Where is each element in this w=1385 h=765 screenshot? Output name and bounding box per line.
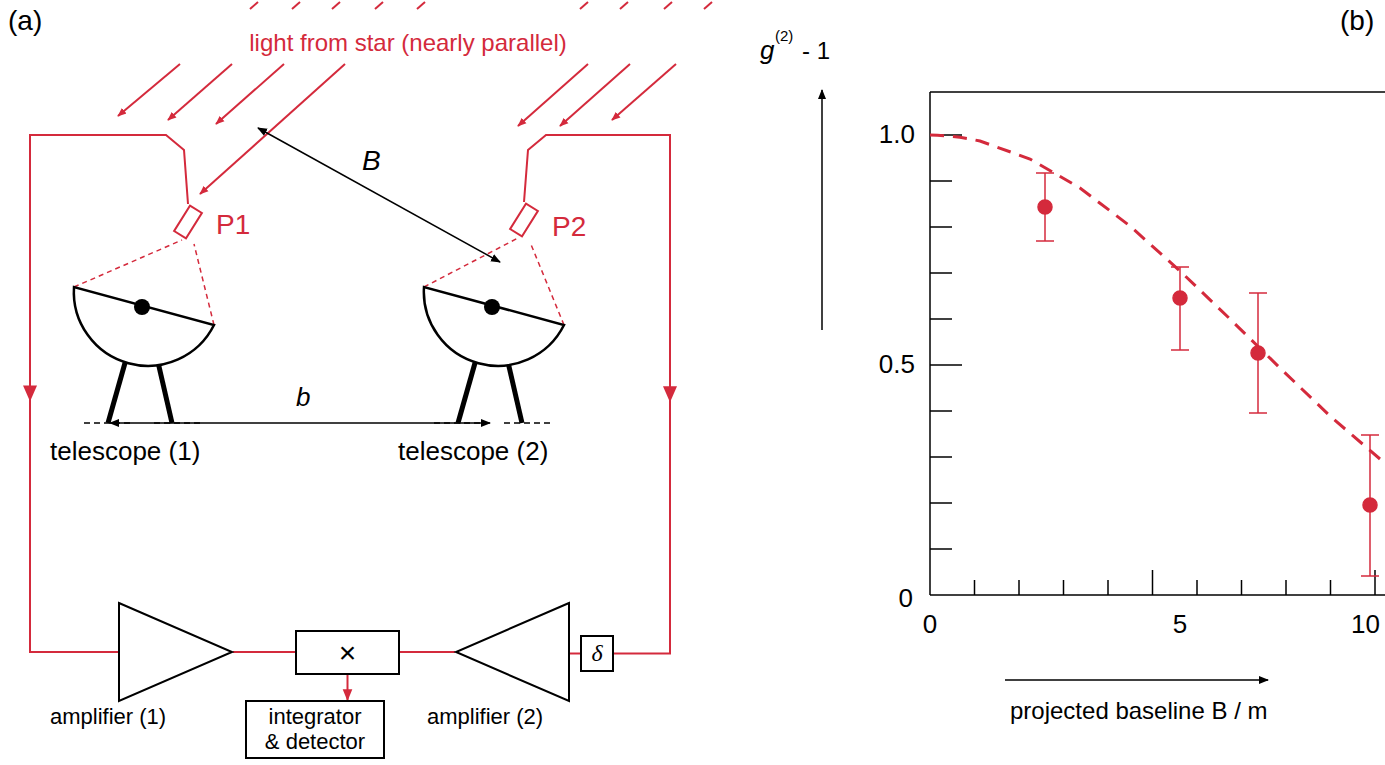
telescope-outline bbox=[70, 255, 220, 425]
projected-baseline-arrow bbox=[258, 128, 500, 262]
label-slot: b bbox=[296, 383, 310, 412]
multiplier-box: × bbox=[295, 630, 400, 675]
node-text: δ bbox=[591, 640, 602, 666]
label-slot: (2) bbox=[775, 28, 793, 45]
y-tick bbox=[930, 226, 952, 228]
label-slot: 0 bbox=[923, 610, 937, 639]
label-slot: light from star (nearly parallel) bbox=[245, 30, 570, 56]
plot-frame bbox=[930, 92, 1385, 595]
label-slot: (b) bbox=[1340, 6, 1374, 37]
signal-wire bbox=[347, 675, 348, 700]
label-slot: 0 bbox=[899, 584, 913, 613]
tick-label: 0.5 bbox=[879, 350, 915, 379]
tick-label: 1.0 bbox=[879, 120, 915, 149]
x-tick bbox=[1063, 580, 1065, 595]
label-slot: 5 bbox=[1173, 610, 1187, 639]
x-tick bbox=[1285, 580, 1287, 595]
wire-path bbox=[347, 675, 349, 700]
arrowhead bbox=[663, 386, 677, 402]
node-text: P1 bbox=[216, 210, 250, 241]
photodetector: P2 bbox=[512, 198, 536, 242]
wire-path bbox=[524, 135, 670, 654]
photodetector-outline bbox=[176, 200, 200, 244]
theory-curve bbox=[930, 135, 1385, 463]
tick-label: 0 bbox=[923, 610, 937, 639]
star-rays bbox=[118, 2, 712, 194]
y-tick bbox=[930, 318, 952, 320]
label: b bbox=[296, 383, 310, 412]
label-slot: 10 bbox=[1351, 610, 1380, 639]
wire-path bbox=[233, 651, 295, 653]
x-axis-arrow bbox=[1005, 679, 1268, 681]
arrowhead bbox=[23, 386, 37, 402]
wire-path bbox=[30, 135, 188, 652]
label: (b) bbox=[1340, 6, 1374, 37]
node-text: telescope (1) bbox=[50, 437, 200, 466]
x-tick bbox=[1152, 570, 1154, 595]
amplifier-triangle: amplifier (2) bbox=[455, 602, 570, 702]
node-text: integrator & detector bbox=[262, 705, 368, 753]
x-tick bbox=[1241, 580, 1243, 595]
y-tick bbox=[930, 456, 952, 458]
signal-wire bbox=[23, 135, 188, 652]
tick-label: 10 bbox=[1351, 610, 1380, 639]
signal-wire bbox=[570, 653, 580, 654]
label-slot: B bbox=[362, 146, 381, 177]
amplifier-triangle: amplifier (1) bbox=[118, 602, 233, 702]
label: B bbox=[362, 146, 381, 177]
signal-wire bbox=[524, 135, 677, 654]
label-slot: 1.0 bbox=[879, 120, 915, 149]
telescope: telescope (1) bbox=[70, 255, 220, 425]
delay-box: δ bbox=[580, 635, 614, 672]
y-tick bbox=[930, 548, 952, 550]
node-text: telescope (2) bbox=[398, 437, 548, 466]
label-slot: projected baseline B / m bbox=[1010, 698, 1267, 724]
label: (a) bbox=[8, 6, 42, 37]
y-tick bbox=[930, 410, 952, 412]
tick-label: 5 bbox=[1173, 610, 1187, 639]
y-tick bbox=[930, 272, 952, 274]
label-slot: (a) bbox=[8, 6, 42, 37]
node-text: amplifier (1) bbox=[50, 705, 166, 729]
label: projected baseline B / m bbox=[1010, 698, 1267, 724]
baseline-arrow bbox=[110, 422, 490, 424]
node-text: × bbox=[339, 636, 357, 669]
label: light from star (nearly parallel) bbox=[245, 30, 570, 56]
amplifier-triangle-outline bbox=[118, 602, 233, 702]
y-axis-arrow bbox=[821, 90, 823, 330]
x-tick bbox=[1330, 580, 1332, 595]
photodetector: P1 bbox=[176, 200, 200, 244]
label-slot: - 1 bbox=[802, 38, 830, 64]
label: g bbox=[760, 36, 774, 65]
wire-path bbox=[570, 653, 580, 655]
signal-wire bbox=[233, 652, 295, 653]
x-tick bbox=[974, 580, 976, 595]
x-tick bbox=[1107, 580, 1109, 595]
x-tick bbox=[1196, 580, 1198, 595]
y-tick bbox=[930, 180, 952, 182]
label: (2) bbox=[775, 28, 793, 45]
y-tick bbox=[930, 364, 962, 366]
data-points bbox=[1036, 173, 1379, 576]
label-slot: 0.5 bbox=[879, 350, 915, 379]
photodetector-outline bbox=[512, 198, 536, 242]
x-tick bbox=[1018, 580, 1020, 595]
wire-path bbox=[400, 651, 455, 653]
telescope-outline bbox=[420, 255, 570, 425]
tick-label: 0 bbox=[899, 584, 913, 613]
telescope: telescope (2) bbox=[420, 255, 570, 425]
label: - 1 bbox=[802, 38, 830, 64]
node-text: P2 bbox=[552, 212, 586, 243]
node-text: amplifier (2) bbox=[427, 705, 543, 729]
amplifier-triangle-outline bbox=[455, 602, 570, 702]
signal-wire bbox=[400, 652, 455, 653]
x-tick bbox=[1374, 570, 1376, 595]
integrator-box: integrator & detector bbox=[245, 700, 385, 759]
label-slot: g bbox=[760, 36, 774, 65]
y-tick bbox=[930, 502, 952, 504]
